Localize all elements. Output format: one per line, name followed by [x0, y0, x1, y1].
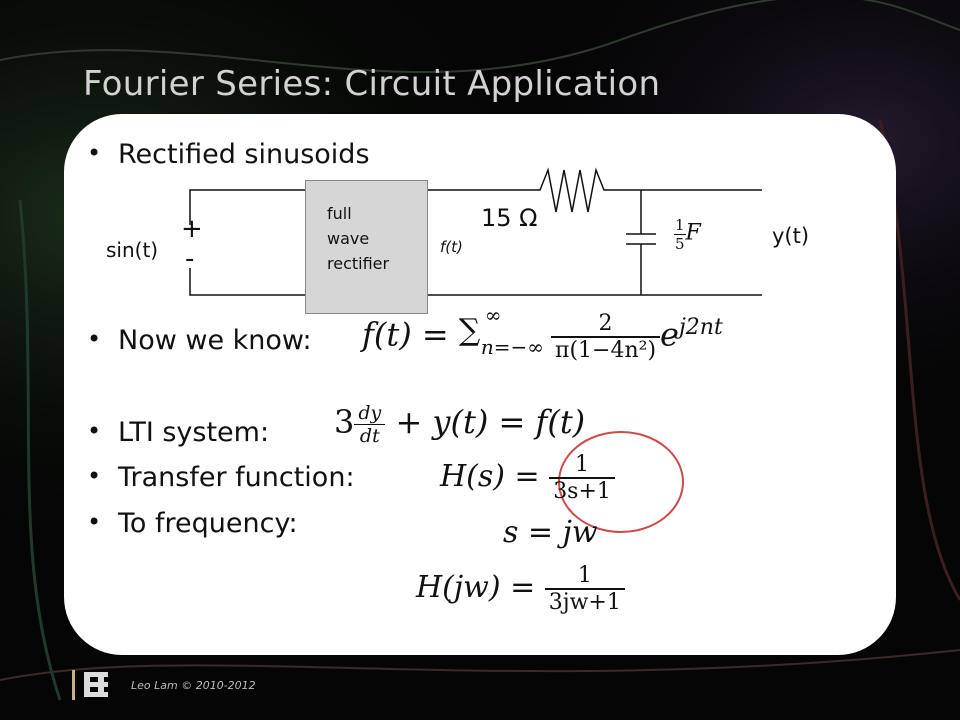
- source-label: sin(t): [106, 238, 159, 262]
- bullet-text: Transfer function:: [118, 462, 355, 493]
- fourier-den: π(1−4n²): [555, 338, 657, 363]
- tf-den: 3s+1: [553, 479, 611, 504]
- bullet-text: Rectified sinusoids: [118, 139, 370, 170]
- wire-top-left: [189, 189, 305, 225]
- exp-base: e: [660, 315, 679, 354]
- cap-num: 1: [674, 216, 686, 235]
- fourier-lhs: f(t) =: [362, 315, 449, 354]
- ee-logo-icon: [72, 670, 108, 700]
- bullet-now-we-know: • Now we know:: [87, 325, 312, 356]
- lti-num: dy: [354, 402, 386, 425]
- tf-num: 1: [549, 452, 615, 479]
- bullet-transfer: • Transfer function:: [87, 462, 355, 493]
- capacitor-label: 1 5 F: [674, 216, 701, 253]
- cap-unit: F: [685, 220, 701, 246]
- content-panel: [64, 114, 896, 655]
- bullet-text: LTI system:: [118, 417, 270, 448]
- substitution: s = jw: [503, 515, 598, 550]
- rectifier-box: [305, 180, 428, 314]
- bullet-frequency: • To frequency:: [87, 508, 298, 539]
- transfer-function: H(s) = 1 3s+1: [440, 452, 615, 504]
- minus-sign: -: [185, 244, 195, 274]
- bullet-text: To frequency:: [118, 508, 298, 539]
- ft-label: f(t): [440, 238, 463, 256]
- tf-lhs: H(s) =: [440, 459, 540, 494]
- hjw-num: 1: [544, 563, 625, 590]
- bullet-text: Now we know:: [118, 325, 312, 356]
- sum-sub: n=−∞: [480, 335, 544, 359]
- rectifier-line-2: wave: [327, 229, 370, 248]
- lti-equation: 3 dy dt + y(t) = f(t): [334, 402, 585, 447]
- hjw-lhs: H(jw) =: [416, 570, 536, 605]
- bullet-dot: •: [87, 417, 102, 445]
- rectifier-line-1: full: [327, 204, 352, 223]
- bullet-rectified: • Rectified sinusoids: [87, 139, 370, 170]
- footer-credit: Leo Lam © 2010-2012: [131, 679, 256, 692]
- bullet-dot: •: [87, 139, 102, 167]
- resistor-label: 15 Ω: [481, 204, 538, 232]
- lti-rest: + y(t) = f(t): [395, 403, 586, 441]
- sum-symbol: ∑: [458, 313, 481, 348]
- frequency-response: H(jw) = 1 3jw+1: [416, 563, 625, 615]
- exp-power: j2nt: [678, 314, 723, 340]
- wire-bottom-left: [189, 268, 305, 296]
- rectifier-line-3: rectifier: [327, 254, 390, 273]
- bullet-lti: • LTI system:: [87, 417, 270, 448]
- resistor: [426, 167, 762, 213]
- slide-title: Fourier Series: Circuit Application: [83, 64, 661, 104]
- lti-coef: 3: [334, 403, 355, 441]
- output-label: y(t): [772, 224, 810, 248]
- lti-den: dt: [359, 425, 380, 447]
- fourier-equation: f(t) = ∑ ∞ n=−∞ 2 π(1−4n²) ej2nt: [362, 303, 723, 363]
- sum-sup: ∞: [484, 303, 502, 327]
- bullet-dot: •: [87, 462, 102, 490]
- cap-den: 5: [675, 235, 685, 253]
- highlight-circle: [558, 431, 684, 533]
- fourier-num: 2: [551, 311, 661, 338]
- plus-sign: +: [181, 214, 203, 244]
- hjw-den: 3jw+1: [548, 590, 621, 615]
- rectifier-label: full wave rectifier: [327, 201, 389, 276]
- bullet-dot: •: [87, 508, 102, 536]
- bullet-dot: •: [87, 325, 102, 353]
